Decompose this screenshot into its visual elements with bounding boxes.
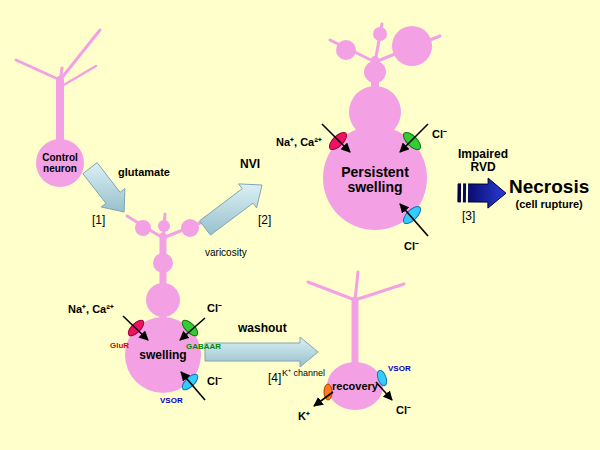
recovery-neuron-part [355, 284, 404, 300]
swelling-neuron [125, 214, 222, 393]
channel-label: GluR [110, 341, 129, 350]
control-neuron-part [62, 66, 96, 86]
persistent-neuron-part [330, 40, 375, 62]
channel-label: GABAAR [186, 342, 221, 351]
recovery-neuron-part [308, 282, 355, 300]
channel-label: VSOR [160, 396, 183, 405]
ion-label: Na⁺, Ca²⁺ [68, 303, 114, 316]
callout-number: [3] [462, 210, 475, 224]
ion-flow-arrows-part [400, 204, 428, 236]
ion-label: Cl⁻ [207, 302, 222, 315]
swelling-neuron-part [153, 253, 173, 273]
ion-flow-arrows-part [376, 382, 392, 400]
control-neuron-part [60, 68, 62, 82]
arrow-tail-stripe [466, 183, 468, 203]
ion-flow-arrows-part [123, 316, 148, 340]
ion-label: Na⁺, Ca²⁺ [276, 136, 322, 149]
swelling-neuron-part [146, 283, 180, 317]
ion-label: Cl⁻ [207, 375, 222, 388]
swelling-neuron-part [158, 220, 170, 232]
impaired-block-arrow [458, 178, 506, 208]
persistent-neuron-part [373, 27, 387, 41]
step-label: NVI [240, 158, 260, 171]
ion-label: Cl⁻ [396, 404, 411, 417]
control-neuron-part [16, 60, 60, 80]
callout-number: [4] [268, 372, 281, 386]
persistent-neuron-part [336, 40, 356, 60]
swelling-neuron-part [135, 220, 151, 236]
outcome-title: Necrosis [509, 176, 589, 198]
ion-channels-part [401, 204, 424, 227]
control-neuron [16, 30, 100, 187]
callout-number: [2] [258, 214, 271, 228]
channel-label: VSOR [388, 364, 411, 373]
cell-state-label: swelling [139, 349, 186, 362]
ion-flow-arrows-part [314, 392, 333, 406]
recovery-neuron-part [327, 362, 383, 410]
ion-flow-arrows-part [400, 124, 428, 152]
part-label: varicosity [205, 247, 247, 259]
swelling-neuron-node: swelling [118, 212, 205, 402]
cell-state-label: Control neuron [37, 152, 83, 174]
recovery-neuron [308, 272, 404, 410]
ion-channels [126, 130, 424, 400]
control-neuron-part [60, 30, 100, 80]
ion-flow-arrows-part [180, 318, 205, 340]
cell-state-label: Persistent swelling [329, 165, 421, 196]
recovery-neuron-part [352, 300, 359, 372]
process-block-arrow [205, 337, 318, 367]
recovery-neuron-node: recovery [318, 270, 410, 418]
recovery-neuron-part [355, 272, 358, 300]
swelling-neuron-part [127, 216, 163, 238]
ion-label: Cl⁻ [432, 128, 447, 141]
ion-flow-arrows-part [181, 372, 205, 400]
channel-label: K⁺ channel [282, 368, 325, 378]
ion-label: Cl⁻ [404, 240, 419, 253]
necrosis-node: Necrosis(cell rupture) [506, 174, 592, 212]
outcome-note: (cell rupture) [509, 198, 589, 211]
process-block-arrow [200, 184, 262, 235]
persistent-neuron-part [392, 26, 432, 66]
swelling-neuron-part [181, 219, 199, 237]
persistent-neuron-node: Persistent swelling [262, 18, 458, 250]
control-neuron-node: Control neuron [8, 22, 90, 190]
persistent-neuron-part [364, 61, 386, 83]
ion-label: K⁺ [298, 410, 310, 423]
step-label: washout [238, 322, 287, 335]
ion-channels-part [180, 318, 201, 339]
callout-number: [1] [92, 214, 105, 228]
step-label: Impaired RVD [452, 148, 514, 174]
step-label: glutamate [118, 166, 170, 178]
control-neuron-part [36, 139, 84, 187]
cell-state-label: recovery [332, 380, 378, 392]
persistent-neuron [323, 24, 440, 230]
arrow-tail-stripe [461, 183, 463, 203]
ion-flow-arrows-part [322, 124, 350, 152]
